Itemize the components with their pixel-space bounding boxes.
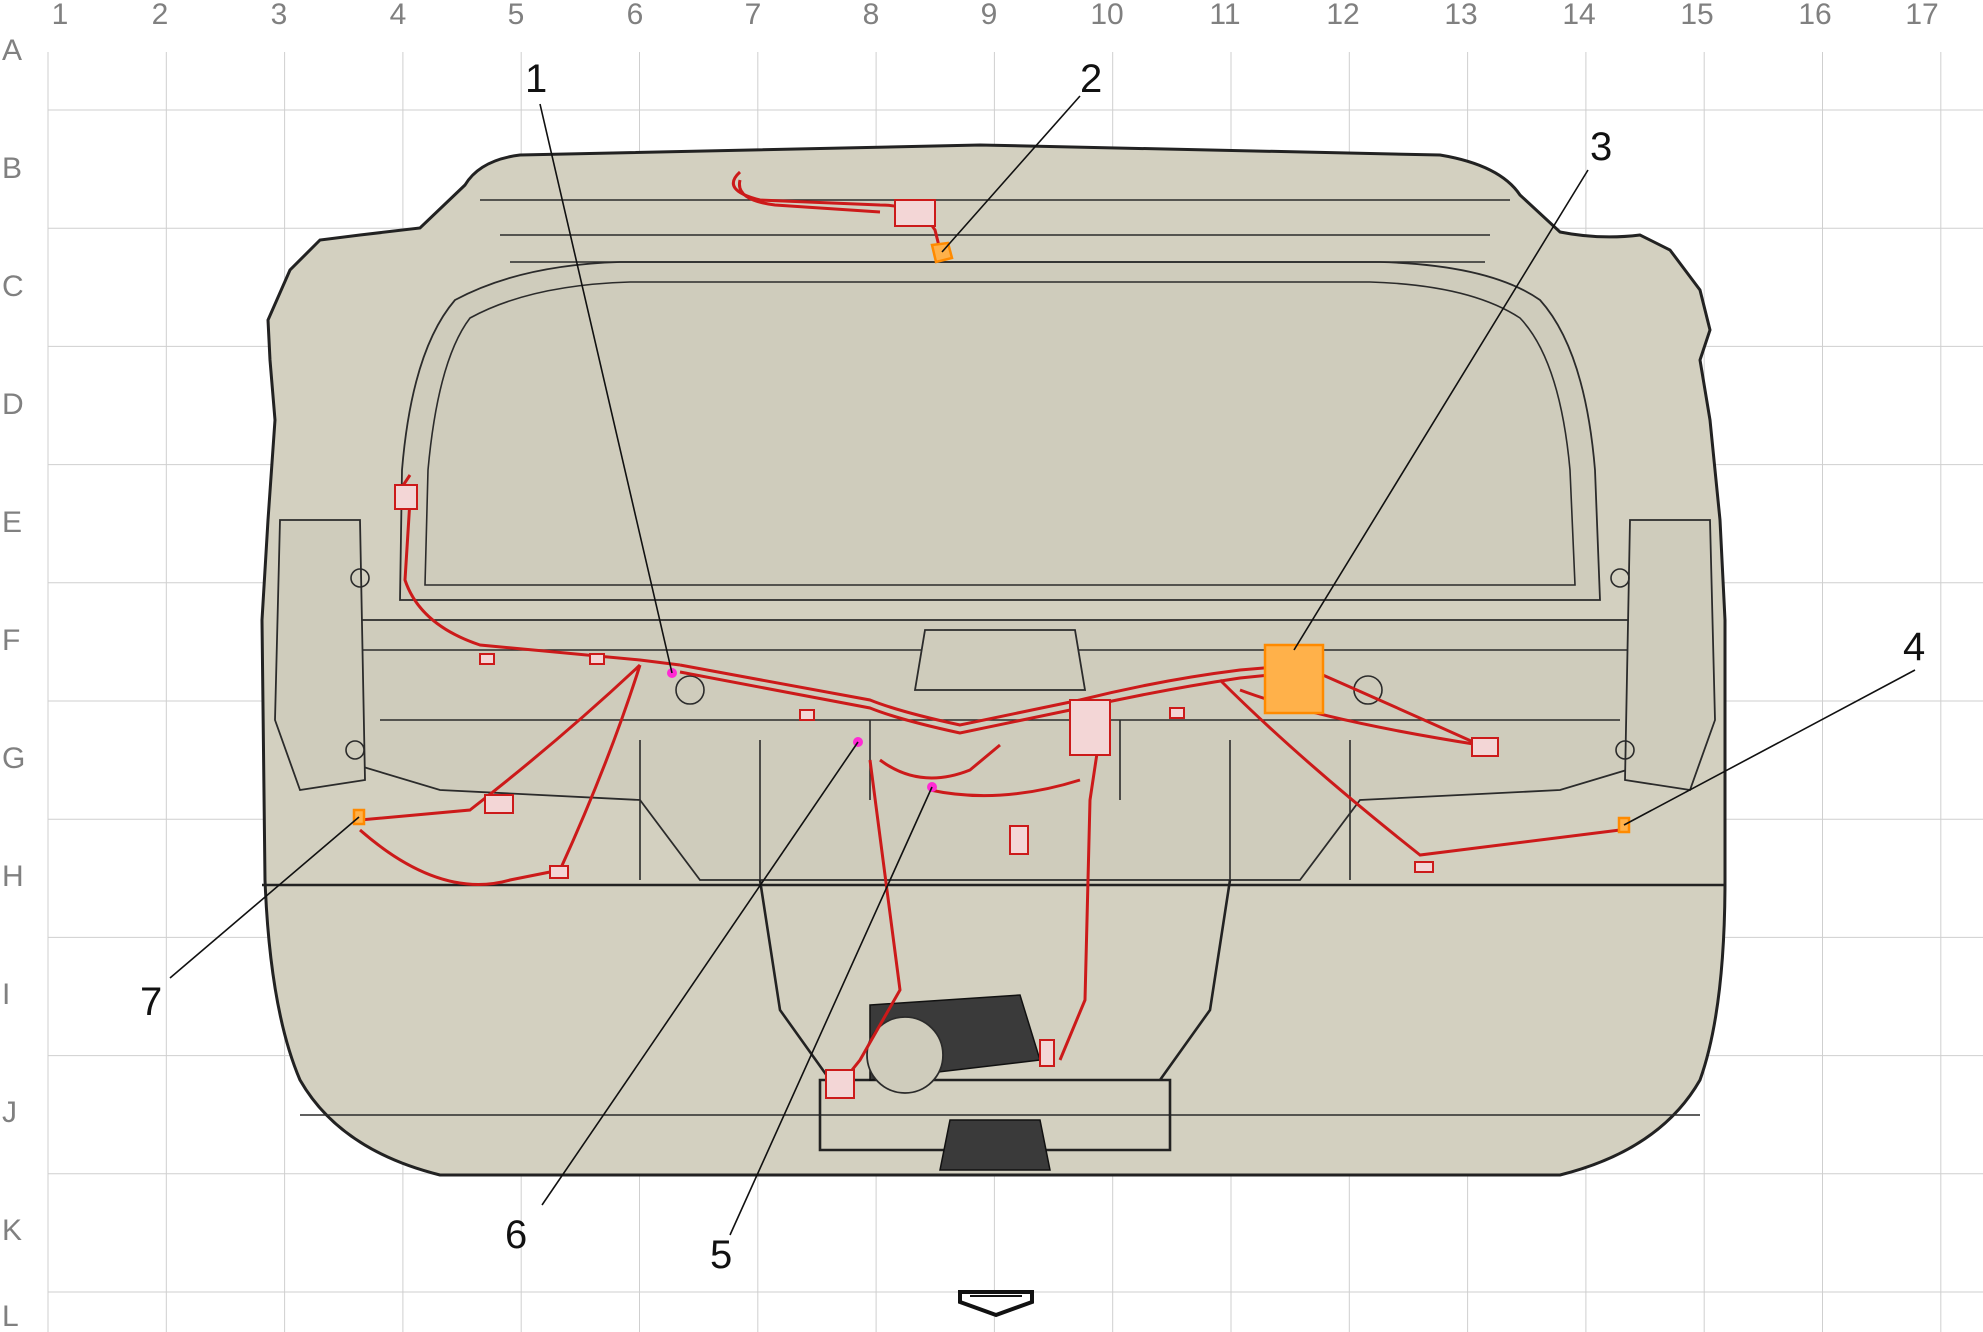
grid-row-label: I [2,978,10,1011]
grid-col-label: 11 [1209,0,1240,31]
connector-left-mid [484,794,514,814]
grid-col-label: 16 [1798,0,1831,31]
grid-col-label: 15 [1680,0,1713,31]
connector-trunk-b [1169,707,1185,719]
connector-latch [825,1069,855,1099]
left-pillar [274,519,366,792]
grid-col-label: 14 [1562,0,1595,31]
connector-upper-left-b [479,653,495,665]
grid-col-label: 1 [52,0,69,31]
grid-col-label: 13 [1444,0,1477,31]
grid-col-label: 17 [1905,0,1938,31]
grid-row-label: E [2,506,22,539]
connector-top-a [894,199,936,227]
callout-6: 6 [505,1213,527,1257]
grid-col-label: 12 [1326,0,1359,31]
front-direction-arrow-icon [958,1290,1034,1318]
grid-row-label: B [2,152,22,185]
connector-right-low [1414,861,1434,873]
leader-3 [1293,169,1589,651]
module-2-sensor [930,241,954,264]
harness-center-loop [879,743,1081,798]
leader-2 [941,95,1081,253]
connector-upper-left [589,653,605,665]
callout-leaders [169,95,1916,1236]
connector-latch-b [1039,1039,1055,1067]
bracket-hole-left [675,675,705,705]
grid-col-label: 3 [271,0,288,31]
grid-col-label: 4 [390,0,407,31]
leader-6 [541,741,859,1206]
left-lower-bolt [345,740,365,760]
grid-col-label: 8 [863,0,880,31]
grid-col-label: 10 [1090,0,1123,31]
connector-trunk-a [799,709,815,721]
harness-right-lower-loop [1218,678,1621,857]
callout-labels: 1 2 3 4 5 6 7 [140,57,1925,1277]
leader-5 [729,786,933,1236]
leader-7 [169,816,360,979]
grid-row-label: J [2,1096,17,1129]
callout-4: 4 [1903,625,1925,669]
connector-left-pillar [394,484,418,510]
latch-striker [939,1119,1051,1171]
lower-support-frame [758,879,1232,1152]
grid-row-label: A [2,34,22,67]
grid-row-label: L [2,1300,19,1332]
grid-col-label: 6 [627,0,644,31]
grid-col-label: 7 [745,0,762,31]
grid-row-labels: A B C D E F G H I J K L [2,34,25,1332]
handle-recess [913,629,1087,691]
right-pillar [1624,519,1716,792]
harness-left-drop [403,499,681,667]
grid-row-label: C [2,270,24,303]
grid-row-label: G [2,742,25,775]
right-hinge-bolt [1610,568,1630,588]
callout-5: 5 [710,1233,732,1277]
connector-center-box [1069,699,1111,756]
leader-4 [1623,669,1916,826]
right-lower-bolt [1615,740,1635,760]
window-opening [399,261,1601,601]
module-3-control-unit [1263,643,1325,715]
grid-col-label: 9 [981,0,998,31]
grid-column-labels: 1 2 3 4 5 6 7 8 9 10 11 12 13 14 15 16 1… [52,0,1939,31]
grid-row-label: F [2,624,20,657]
connector-left-low [549,865,569,879]
tailgate-body [260,143,1727,1177]
latch-motor [866,1016,944,1094]
callout-2: 2 [1080,57,1102,101]
grid-col-label: 2 [152,0,169,31]
callout-1: 1 [525,57,547,101]
callout-3: 3 [1590,125,1612,169]
grid-col-label: 5 [508,0,525,31]
left-hinge-bolt [350,568,370,588]
grid-row-label: H [2,860,24,893]
connector-center [1009,825,1029,855]
top-rail [480,199,1510,263]
leader-1 [539,103,673,674]
callout-7: 7 [140,980,162,1024]
connector-right-mid [1471,737,1499,757]
grid-row-label: K [2,1214,22,1247]
grid-row-label: D [2,388,24,421]
harness-top-loop-b [737,179,881,214]
